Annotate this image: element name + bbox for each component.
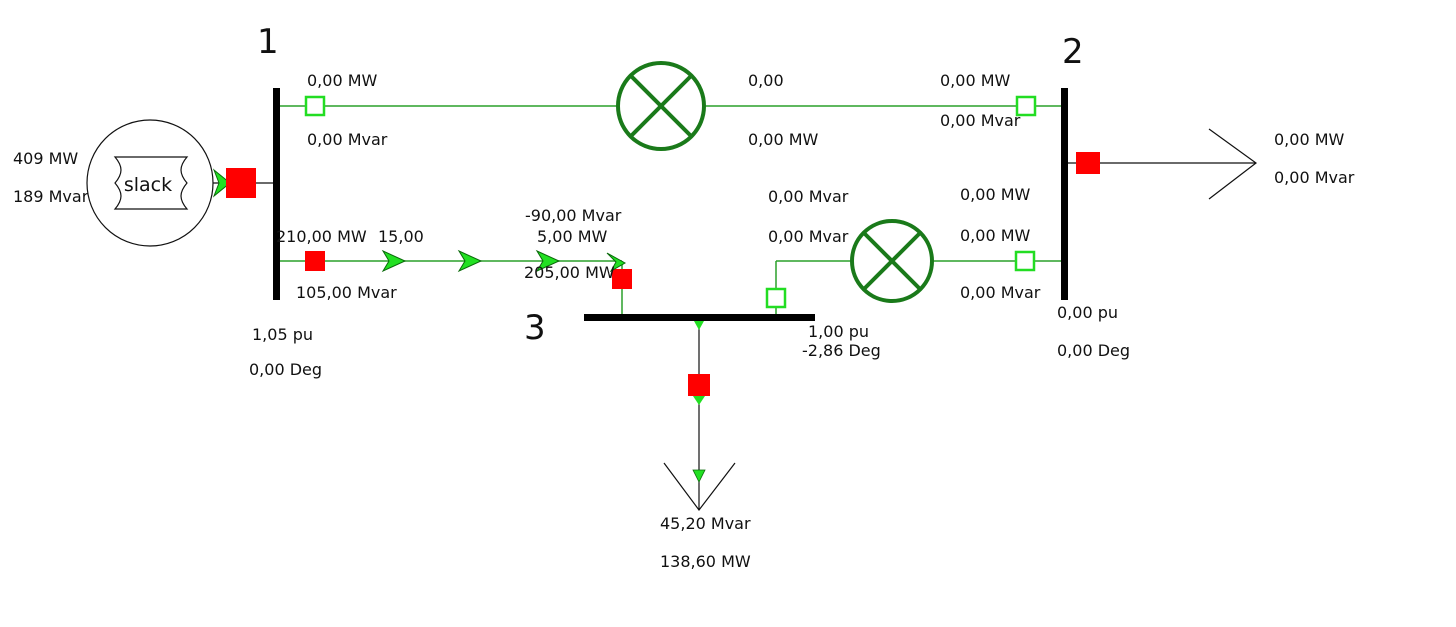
bus-1-angle: 0,00 Deg: [249, 360, 322, 379]
bus-2-angle: 0,00 Deg: [1057, 341, 1130, 360]
line-3-2-breaker-to[interactable]: [1014, 250, 1036, 272]
line-3-2-to-mw-a: 0,00 MW: [960, 185, 1031, 204]
slack-generator[interactable]: slack: [86, 119, 214, 247]
line-1-2-from-mw: 0,00 MW: [307, 71, 378, 90]
line-1-3-breaker-from[interactable]: [305, 251, 325, 271]
bus-2-number: 2: [1062, 32, 1084, 72]
load-3-arrow-icon[interactable]: [663, 462, 736, 511]
line-3-2-from-mvar-a: 0,00 Mvar: [768, 187, 849, 206]
flow-arrow-icon: [535, 249, 561, 273]
bus-3[interactable]: [584, 314, 815, 321]
line-1-3-rating: 15,00: [378, 227, 424, 246]
transformer-1-2-icon[interactable]: [616, 61, 706, 151]
line-1-3-from-mvar: 105,00 Mvar: [296, 283, 397, 302]
line-1-2-from-mvar: 0,00 Mvar: [307, 130, 388, 149]
load-3-mvar: 45,20 Mvar: [660, 514, 751, 533]
line-1-3-loss-mw: 5,00 MW: [537, 227, 608, 246]
flow-arrow-icon: [694, 321, 704, 330]
line-1-2-xfmr-bottom: 0,00 MW: [748, 130, 819, 149]
line-1-3-to-mw: 205,00 MW: [524, 263, 615, 282]
generator-symbol-icon: [113, 156, 189, 210]
load-2-mvar: 0,00 Mvar: [1274, 168, 1355, 187]
bus-2[interactable]: [1061, 88, 1068, 300]
transformer-3-2-icon[interactable]: [850, 219, 934, 303]
flow-arrow-icon: [457, 249, 483, 273]
line-3-2-from-mvar-b: 0,00 Mvar: [768, 227, 849, 246]
load-3-breaker[interactable]: [688, 374, 710, 396]
bus-3-angle: -2,86 Deg: [802, 341, 881, 360]
line-1-2-to-mvar: 0,00 Mvar: [940, 111, 1021, 130]
line-1-2-to-mw: 0,00 MW: [940, 71, 1011, 90]
generator-breaker[interactable]: [226, 168, 256, 198]
line-1-2-xfmr-top: 0,00: [748, 71, 784, 90]
line-1-2-breaker-to[interactable]: [1015, 95, 1037, 117]
line-1-3-from-mw: 210,00 MW: [276, 227, 367, 246]
bus-1-number: 1: [257, 22, 279, 62]
flow-arrow-icon: [606, 252, 627, 273]
load-3-mw: 138,60 MW: [660, 552, 751, 571]
line-1-3-breaker-to[interactable]: [612, 269, 632, 289]
flow-arrow-icon: [381, 249, 407, 273]
line-3-2-breaker-from[interactable]: [765, 287, 787, 309]
line-1-3-to-mvar: -90,00 Mvar: [525, 206, 622, 225]
generator-mw: 409 MW: [13, 149, 78, 168]
line-3-2-to-mvar: 0,00 Mvar: [960, 283, 1041, 302]
flow-arrow-icon: [693, 396, 705, 405]
bus-1[interactable]: [273, 88, 280, 300]
load-2-mw: 0,00 MW: [1274, 130, 1345, 149]
line-3-2-to-mw-b: 0,00 MW: [960, 226, 1031, 245]
load-2-arrow-icon[interactable]: [1208, 128, 1258, 200]
bus-2-voltage: 0,00 pu: [1057, 303, 1118, 322]
bus-3-number: 3: [524, 308, 546, 348]
flow-arrow-icon: [692, 469, 706, 483]
load-2-breaker[interactable]: [1076, 152, 1100, 174]
bus-1-voltage: 1,05 pu: [252, 325, 313, 344]
flow-arrow-icon: [212, 168, 231, 198]
generator-label: slack: [124, 174, 172, 196]
bus-3-voltage: 1,00 pu: [808, 322, 869, 341]
generator-mvar: 189 Mvar: [13, 187, 89, 206]
line-1-2-breaker-from[interactable]: [304, 95, 326, 117]
